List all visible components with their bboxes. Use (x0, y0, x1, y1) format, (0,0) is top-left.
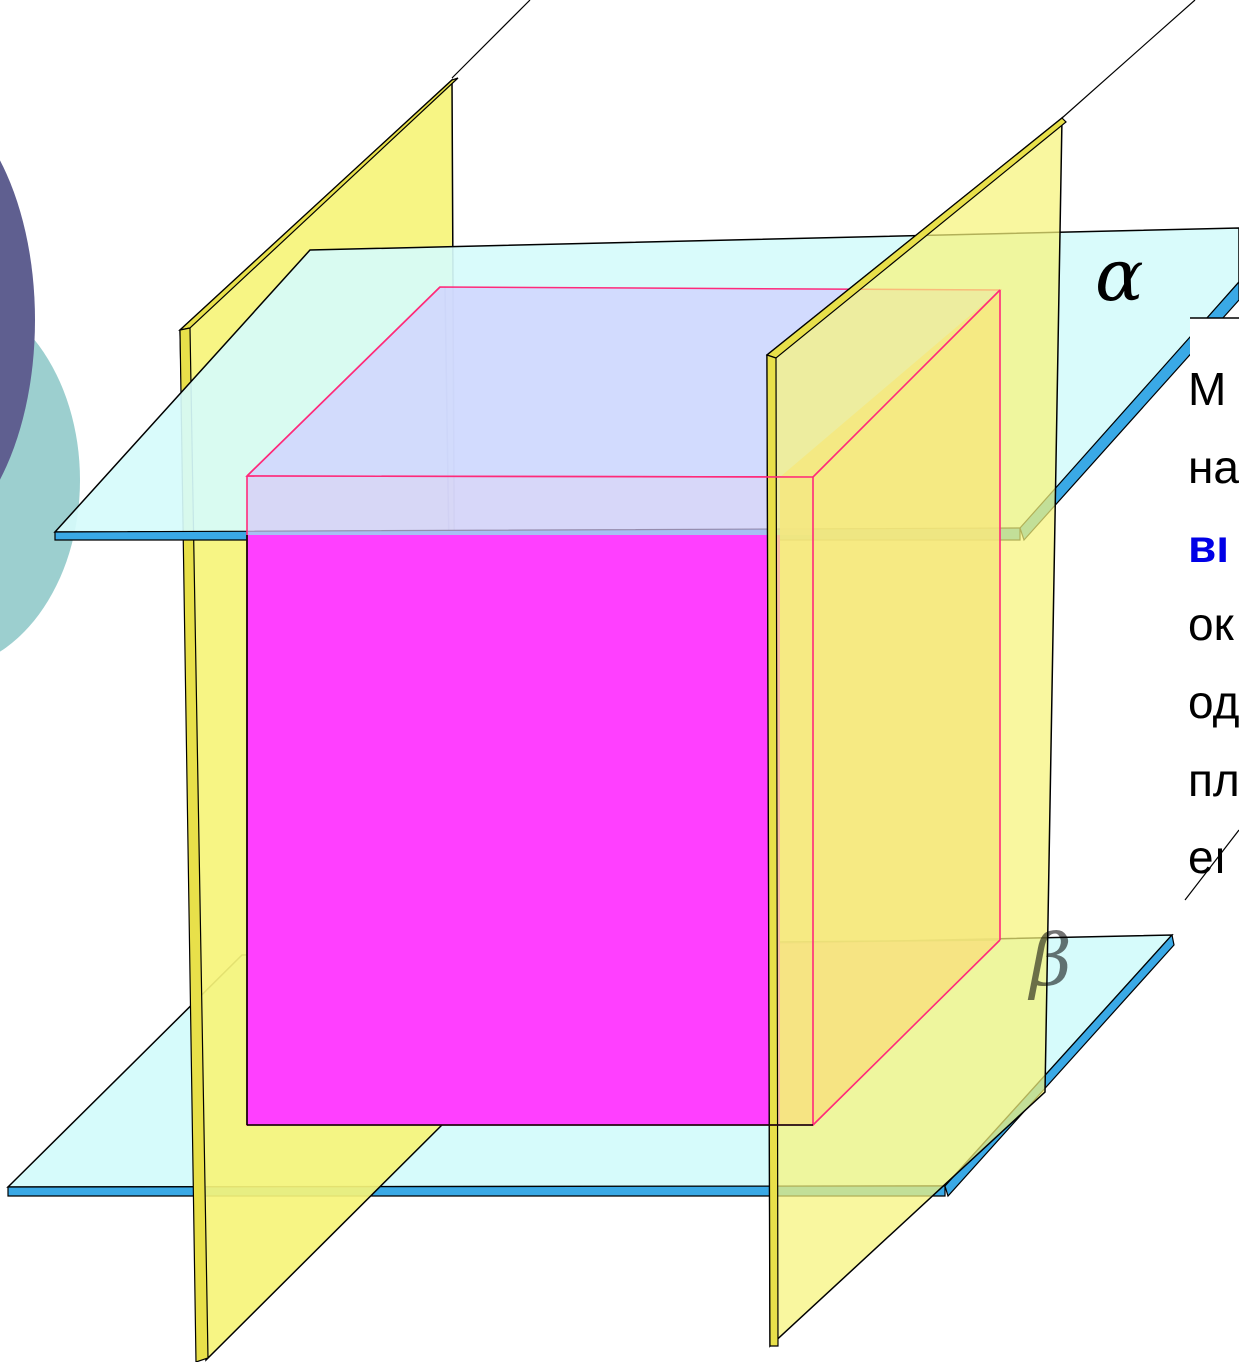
cube-front-face (247, 476, 813, 1125)
cube-black-outlines (246, 535, 813, 1126)
text-line-5: од (1188, 676, 1239, 728)
decorative-circles (0, 160, 80, 652)
line-left-top (451, 0, 531, 79)
vertical-plane-right (765, 116, 1067, 1348)
label-alpha: α (1095, 233, 1144, 317)
construction-lines (451, 0, 1239, 901)
text-line-2: на (1188, 441, 1239, 493)
dark-circle (0, 160, 35, 480)
text-line-3: вı (1188, 520, 1229, 572)
text-line-4: ок (1188, 598, 1235, 650)
explanation-text: М на вı ок од пл еı (1188, 317, 1239, 883)
label-beta: β (1027, 918, 1072, 1002)
line-right-mid (1184, 829, 1239, 901)
text-line-1: М (1188, 363, 1226, 415)
text-line-6: пл (1188, 754, 1239, 806)
line-right-top (1061, 0, 1196, 119)
text-line-7: еı (1188, 831, 1226, 883)
